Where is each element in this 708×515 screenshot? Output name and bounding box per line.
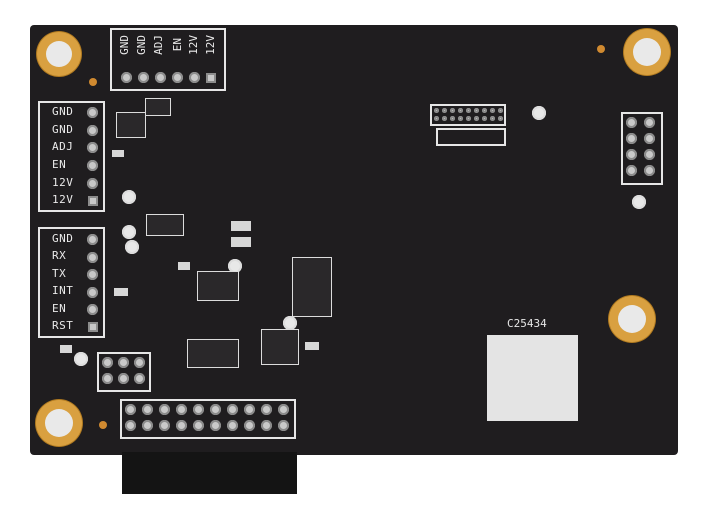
ic-chip xyxy=(292,257,332,317)
small-hole xyxy=(532,106,546,120)
small-hole xyxy=(125,240,139,254)
mid-center-header-outline xyxy=(436,128,506,146)
small-hole xyxy=(122,190,136,204)
left-power-row: GND xyxy=(52,123,73,136)
via xyxy=(89,78,97,86)
top-header-label-adj: ADJ xyxy=(152,35,165,55)
bottom-header-pins xyxy=(125,404,290,431)
left-uart-row: RST xyxy=(52,319,73,332)
ic-chip xyxy=(187,339,239,368)
left-uart-header-outline xyxy=(38,227,105,338)
small-hole xyxy=(74,352,88,366)
right-header-outline xyxy=(621,112,663,185)
capacitor xyxy=(114,288,128,296)
left-uart-pad xyxy=(87,269,98,280)
pin-label: RX xyxy=(52,249,67,262)
capacitor xyxy=(305,342,319,350)
pin-label: EN xyxy=(52,158,67,171)
top-header-outline xyxy=(110,28,226,91)
small-hole xyxy=(228,259,242,273)
left-power-pad xyxy=(87,178,98,189)
edge-connector xyxy=(122,452,297,494)
left-power-pad xyxy=(87,142,98,153)
left-uart-row: RX xyxy=(52,249,66,262)
capacitor xyxy=(178,262,190,270)
ic-chip xyxy=(197,271,239,301)
left-uart-pad xyxy=(87,234,98,245)
pin-label: GND xyxy=(52,123,74,136)
small-hole xyxy=(283,316,297,330)
bottom-header-outline xyxy=(120,399,296,439)
mounting-hole-right xyxy=(609,296,655,342)
left-uart-pad xyxy=(87,252,98,263)
component-label: C25434 xyxy=(507,317,547,330)
small-header-pins xyxy=(102,357,145,384)
pin-label: 12V xyxy=(52,193,74,206)
right-header-pins xyxy=(626,117,655,176)
left-uart-row: INT xyxy=(52,284,73,297)
top-header-pad xyxy=(121,72,132,83)
pin-label: TX xyxy=(52,267,67,280)
via xyxy=(597,45,605,53)
pin-label: RST xyxy=(52,319,74,332)
top-header-pad xyxy=(138,72,149,83)
pin-label: GND xyxy=(52,105,74,118)
small-hole xyxy=(122,225,136,239)
left-power-row: 12V xyxy=(52,193,73,206)
ic-chip xyxy=(116,112,146,138)
pin-label: ADJ xyxy=(52,140,74,153)
mounting-hole-top-left xyxy=(37,32,81,76)
small-hole xyxy=(632,195,646,209)
left-power-pad xyxy=(87,107,98,118)
capacitor xyxy=(112,150,124,157)
via xyxy=(99,421,107,429)
capacitor xyxy=(231,221,251,231)
left-uart-pad xyxy=(87,287,98,298)
small-header-outline xyxy=(97,352,151,392)
top-header-label-gnd-1: GND xyxy=(118,35,131,55)
top-header-pad-square xyxy=(206,73,216,83)
pin-label: GND xyxy=(52,232,74,245)
left-power-header-outline xyxy=(38,101,105,212)
top-header-label-en: EN xyxy=(171,38,184,52)
top-header-label-12v-1: 12V xyxy=(187,35,200,55)
mounting-hole-bottom-left xyxy=(36,400,82,446)
left-power-row: EN xyxy=(52,158,66,171)
thermal-pad xyxy=(487,335,578,421)
top-header-pad xyxy=(172,72,183,83)
mounting-hole-top-right xyxy=(624,29,670,75)
left-power-pad xyxy=(87,160,98,171)
ic-chip xyxy=(145,98,171,116)
capacitor xyxy=(60,345,72,353)
left-power-pad-square xyxy=(88,196,98,206)
left-uart-row: EN xyxy=(52,302,66,315)
left-uart-pad-square xyxy=(88,322,98,332)
left-uart-pad xyxy=(87,304,98,315)
top-header-pad xyxy=(155,72,166,83)
pin-label: EN xyxy=(52,302,67,315)
top-header-pad xyxy=(189,72,200,83)
left-power-row: 12V xyxy=(52,176,73,189)
top-header-label-gnd-2: GND xyxy=(135,35,148,55)
pin-label: INT xyxy=(52,284,74,297)
left-power-pad xyxy=(87,125,98,136)
left-uart-row: TX xyxy=(52,267,66,280)
top-header-label-12v-2: 12V xyxy=(204,35,217,55)
left-power-row: GND xyxy=(52,105,73,118)
left-power-row: ADJ xyxy=(52,140,73,153)
top-center-header-outline xyxy=(430,104,506,126)
left-uart-row: GND xyxy=(52,232,73,245)
pin-label: 12V xyxy=(52,176,74,189)
ic-chip xyxy=(146,214,184,236)
ic-chip xyxy=(261,329,299,365)
top-center-header-pins xyxy=(434,108,503,121)
capacitor xyxy=(231,237,251,247)
